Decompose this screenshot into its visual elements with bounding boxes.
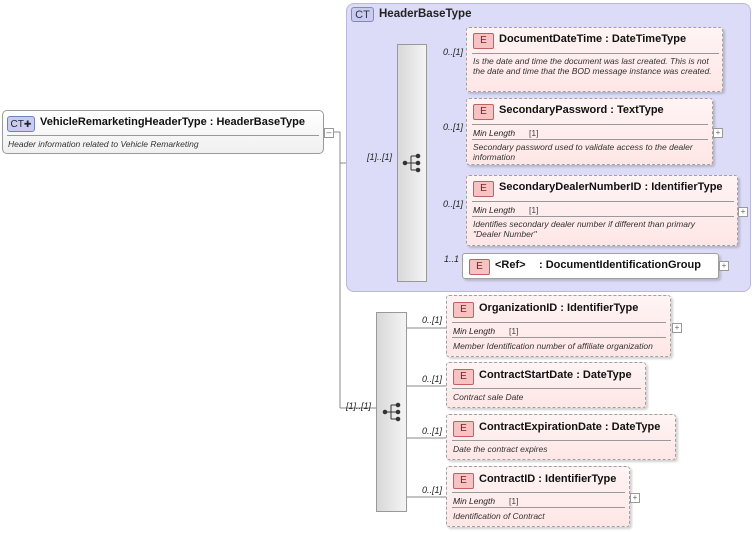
element-cardinality: 1..1 [444,254,460,264]
sequence-cardinality: [1]..[1] [367,152,393,162]
expand-toggle[interactable]: + [630,493,640,503]
sequence-icon [382,402,401,422]
element-documentation: Identification of Contract [453,511,545,521]
element-secondary-password[interactable]: E SecondaryPassword : TextType Min Lengt… [466,98,713,165]
facet-label: Min Length [473,205,516,215]
element-organization-id[interactable]: E OrganizationID : IdentifierType Min Le… [446,295,671,357]
element-icon: E [473,181,494,197]
element-name: OrganizationID : IdentifierType [479,302,639,314]
divider [472,201,734,202]
element-contract-expiration-date[interactable]: E ContractExpirationDate : DateType Date… [446,414,676,460]
divider [452,492,625,493]
divider [7,135,319,136]
element-name: ContractStartDate : DateType [479,369,632,381]
element-name: ContractExpirationDate : DateType [479,421,661,433]
divider [452,337,666,338]
element-cardinality: 0..[1] [443,199,464,209]
group-reference-document-identification[interactable]: E <Ref> : DocumentIdentificationGroup [462,253,719,279]
element-icon: E [473,33,494,49]
divider [452,322,666,323]
sequence-cardinality: [1]..[1] [346,401,372,411]
element-name: DocumentDateTime : DateTimeType [499,33,687,45]
divider [452,388,641,389]
element-documentation: Contract sale Date [453,392,524,402]
divider [452,440,671,441]
facet-label: Min Length [453,496,496,506]
element-icon: E [453,473,474,489]
collapse-toggle[interactable]: – [324,128,334,138]
expand-toggle[interactable]: + [713,128,723,138]
facet-label: Min Length [473,128,516,138]
root-documentation: Header information related to Vehicle Re… [8,139,199,149]
element-icon: E [453,421,474,437]
divider [472,216,734,217]
element-contract-id[interactable]: E ContractID : IdentifierType Min Length… [446,466,630,527]
divider [472,139,708,140]
complex-type-badge: CT [351,7,374,22]
complex-type-icon: CT✚ [7,116,35,132]
reference-label: <Ref> [495,259,526,271]
base-type-title: HeaderBaseType [379,8,472,20]
element-documentation: Date the contract expires [453,444,548,454]
reference-group-name: : DocumentIdentificationGroup [539,259,701,271]
root-type-name: VehicleRemarketingHeaderType : HeaderBas… [40,116,305,128]
element-cardinality: 0..[1] [422,426,443,436]
element-cardinality: 0..[1] [422,485,443,495]
element-name: ContractID : IdentifierType [479,473,617,485]
facet-value: [1] [529,128,539,138]
facet-value: [1] [529,205,539,215]
element-icon: E [469,259,490,275]
facet-value: [1] [509,326,519,336]
element-name: SecondaryPassword : TextType [499,104,664,116]
element-documentation: Identifies secondary dealer number if di… [473,219,696,239]
element-cardinality: 0..[1] [443,122,464,132]
element-contract-start-date[interactable]: E ContractStartDate : DateType Contract … [446,362,646,408]
element-documentation: Member Identification number of affiliat… [453,341,653,351]
divider [472,53,719,54]
element-icon: E [473,104,494,120]
sequence-icon [402,153,421,173]
root-complex-type[interactable]: CT✚ VehicleRemarketingHeaderType : Heade… [2,110,324,154]
element-name: SecondaryDealerNumberID : IdentifierType [499,181,723,193]
facet-value: [1] [509,496,519,506]
element-document-date-time[interactable]: E DocumentDateTime : DateTimeType Is the… [466,27,723,92]
element-cardinality: 0..[1] [422,374,443,384]
element-icon: E [453,302,474,318]
element-cardinality: 0..[1] [422,315,443,325]
divider [472,124,708,125]
element-icon: E [453,369,474,385]
element-documentation: Is the date and time the document was la… [473,56,712,76]
expand-toggle[interactable]: + [719,261,729,271]
facet-label: Min Length [453,326,496,336]
divider [452,507,625,508]
element-cardinality: 0..[1] [443,47,464,57]
element-documentation: Secondary password used to validate acce… [473,142,693,162]
expand-toggle[interactable]: + [672,323,682,333]
expand-toggle[interactable]: + [738,207,748,217]
element-secondary-dealer-number-id[interactable]: E SecondaryDealerNumberID : IdentifierTy… [466,175,738,246]
